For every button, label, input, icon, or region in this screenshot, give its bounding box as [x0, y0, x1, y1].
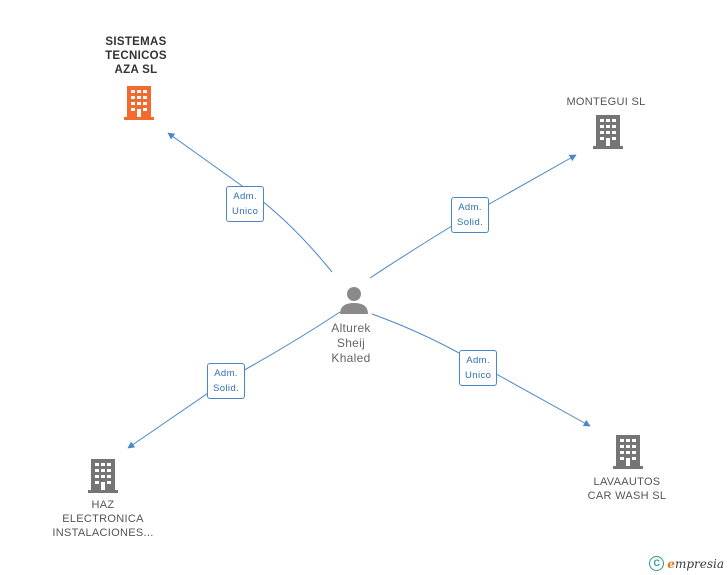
person-name-label[interactable]: Alturek Sheij Khaled: [331, 321, 371, 365]
person-icon[interactable]: [339, 285, 369, 320]
brand-initial: e: [667, 556, 675, 571]
role-badge-sistemas: Adm. Unico: [226, 186, 265, 222]
building-icon-montegui[interactable]: [593, 115, 623, 154]
company-label-haz[interactable]: HAZ ELECTRONICA INSTALACIONES...: [52, 499, 154, 539]
brand-logo[interactable]: empresia: [667, 557, 724, 571]
role-badge-line2: Solid.: [457, 217, 484, 228]
role-badge-line2: Unico: [465, 370, 492, 381]
role-badge-line1: Adm.: [466, 355, 491, 366]
company-label-lavaautos[interactable]: LAVAAUTOS CAR WASH SL: [587, 476, 667, 502]
role-badge-line1: Adm.: [458, 202, 482, 213]
role-badge-line2: Unico: [232, 206, 259, 217]
role-badge-lavaautos: Adm. Unico: [459, 350, 498, 386]
role-badge-line2: Solid.: [213, 383, 240, 394]
copyright-icon: C: [649, 556, 665, 571]
role-badge-line1: Adm.: [233, 191, 258, 202]
brand-footer: C empresia: [649, 556, 724, 571]
company-label-sistemas[interactable]: SISTEMAS TECNICOS AZA SL: [105, 36, 167, 76]
company-label-montegui[interactable]: MONTEGUI SL: [566, 96, 646, 108]
building-icon-lavaautos[interactable]: [613, 435, 643, 474]
building-icon-sistemas[interactable]: [124, 86, 154, 125]
role-badge-line1: Adm.: [214, 368, 238, 379]
role-badge-montegui: Adm. Solid.: [451, 197, 490, 233]
role-badge-haz: Adm. Solid.: [207, 363, 246, 399]
building-icon-haz[interactable]: [88, 459, 118, 498]
brand-rest: mpresia: [674, 556, 724, 571]
